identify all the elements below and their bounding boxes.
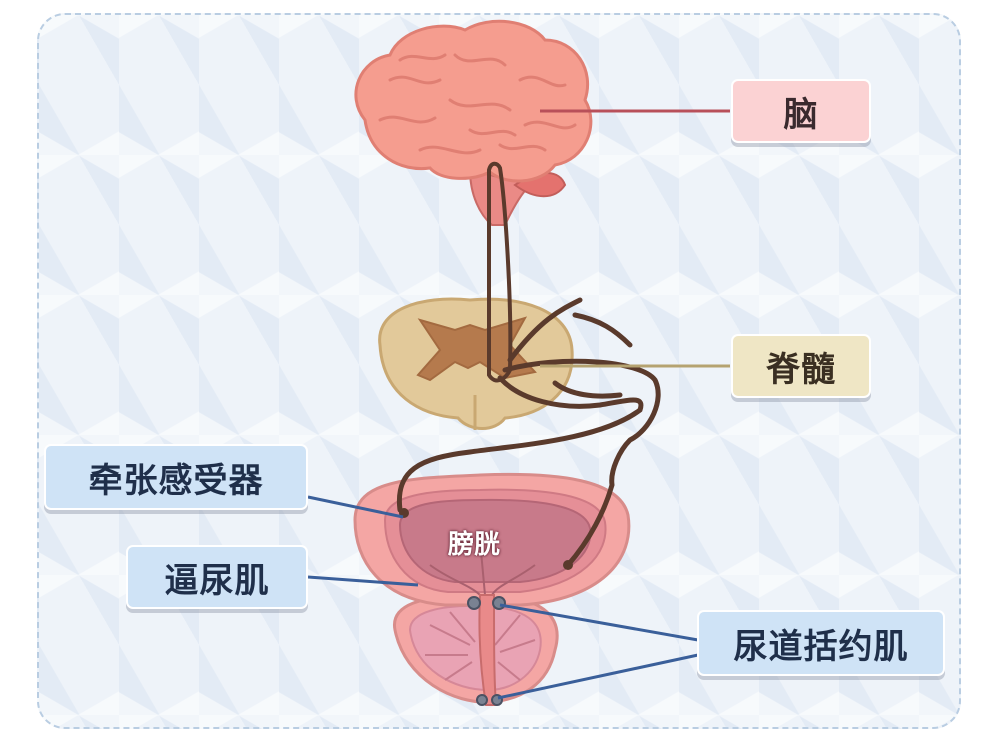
brain-label: 脑 [731,79,871,143]
stretch-receptor-label: 牵张感受器 [44,444,308,510]
stretch-receptor-leader-line [307,495,404,519]
bladder-text: 膀胱 [448,530,501,560]
spinal-cord-label: 脊髓 [731,334,871,398]
nerve-end-dot [563,560,573,570]
detrusor-label: 逼尿肌 [126,545,308,609]
urethral-sphincter-label: 尿道括约肌 [697,610,945,676]
nerve-pathways [396,161,661,568]
leader-lines [307,109,730,700]
brain-icon [354,19,593,226]
sphincter-leader-lines [497,603,699,700]
detrusor-leader-line [307,575,419,587]
bladder-icon [353,472,631,706]
